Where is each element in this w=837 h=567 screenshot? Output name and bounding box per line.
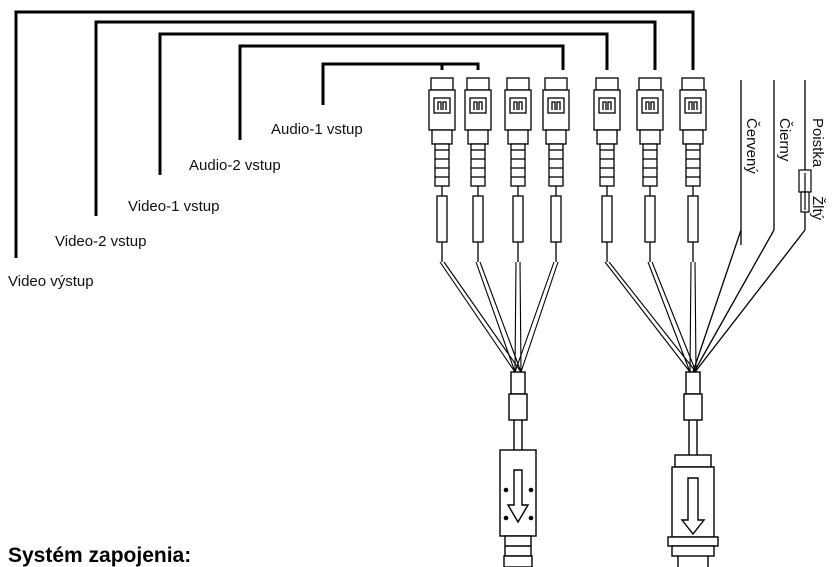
power-plug-right	[667, 371, 719, 567]
label-video2-in: Video-2 vstup	[55, 233, 146, 250]
label-audio1-in: Audio-1 vstup	[271, 121, 363, 138]
rca-connector-video2	[636, 77, 664, 262]
fan-wire	[519, 261, 522, 373]
fan-wire	[514, 261, 555, 373]
fan-wire	[651, 261, 697, 373]
rca-connectors	[428, 77, 707, 262]
fan-wire	[608, 261, 697, 373]
routing-lines	[14, 10, 695, 258]
fan-wire	[475, 261, 516, 373]
label-red-wire: Červený	[743, 118, 760, 174]
rca-connector-video-out	[679, 77, 707, 262]
fan-wire	[514, 261, 517, 373]
power-leads	[692, 80, 806, 373]
din-plug-left	[499, 371, 537, 567]
routing-line-audio2-in	[238, 44, 565, 140]
routing-line-audio1-in	[321, 62, 480, 105]
routing-line-video-out	[14, 10, 695, 258]
fan-wire	[689, 261, 692, 373]
fan-wire	[604, 261, 691, 373]
label-fuse: Poistka	[809, 118, 826, 168]
rca-connector-audio1-right	[464, 77, 492, 262]
fan-wire	[647, 261, 691, 373]
label-yellow-wire: Žltý	[809, 196, 826, 221]
fan-wire	[479, 261, 522, 373]
label-audio2-in: Audio-2 vstup	[189, 157, 281, 174]
fanout-wires	[439, 261, 697, 373]
rca-connector-audio2-left	[504, 77, 532, 262]
rca-connector-video1	[593, 77, 621, 262]
label-black-wire: Čierny	[776, 118, 793, 162]
label-video1-in: Video-1 vstup	[128, 198, 219, 215]
rca-connector-audio1-left	[428, 77, 456, 262]
fan-wire	[520, 261, 559, 373]
section-title: Systém zapojenia:	[8, 544, 191, 567]
rca-connector-audio2-right	[542, 77, 570, 262]
fan-wire	[439, 261, 516, 373]
fuse-holder	[798, 169, 812, 213]
routing-line-video1-in	[158, 32, 609, 175]
fan-wire	[694, 261, 697, 373]
label-video-out: Video výstup	[8, 273, 94, 290]
routing-line-video2-in	[94, 20, 657, 216]
